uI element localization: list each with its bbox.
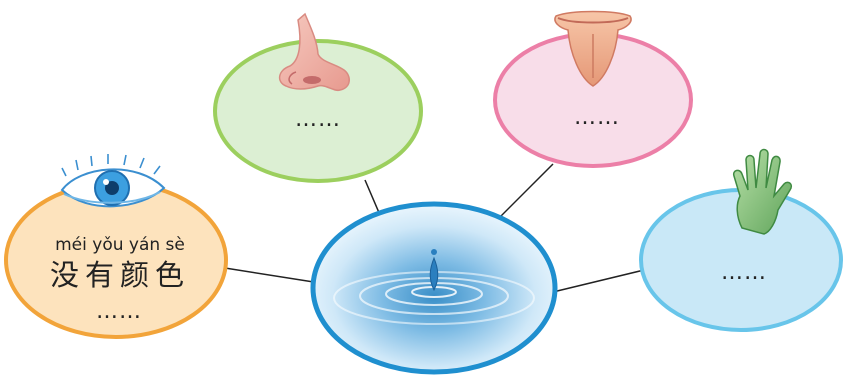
node-smell: …… xyxy=(215,14,421,181)
connector-hand xyxy=(553,270,644,292)
touch-ellipsis: …… xyxy=(721,260,767,285)
node-touch: …… xyxy=(641,150,841,331)
sight-pinyin: méi yǒu yán sè xyxy=(55,235,185,255)
sight-hanzi: 没有颜色 xyxy=(50,258,190,292)
node-taste: …… xyxy=(495,12,691,167)
node-sight: méi yǒu yán sè 没有颜色 …… xyxy=(6,154,226,337)
taste-ellipsis: …… xyxy=(574,105,620,130)
connector-tongue xyxy=(493,164,553,224)
node-water xyxy=(313,204,555,372)
smell-ellipsis: …… xyxy=(295,107,341,132)
connector-eye xyxy=(225,268,320,283)
sight-ellipsis: …… xyxy=(96,299,142,324)
eye-icon xyxy=(62,154,164,206)
